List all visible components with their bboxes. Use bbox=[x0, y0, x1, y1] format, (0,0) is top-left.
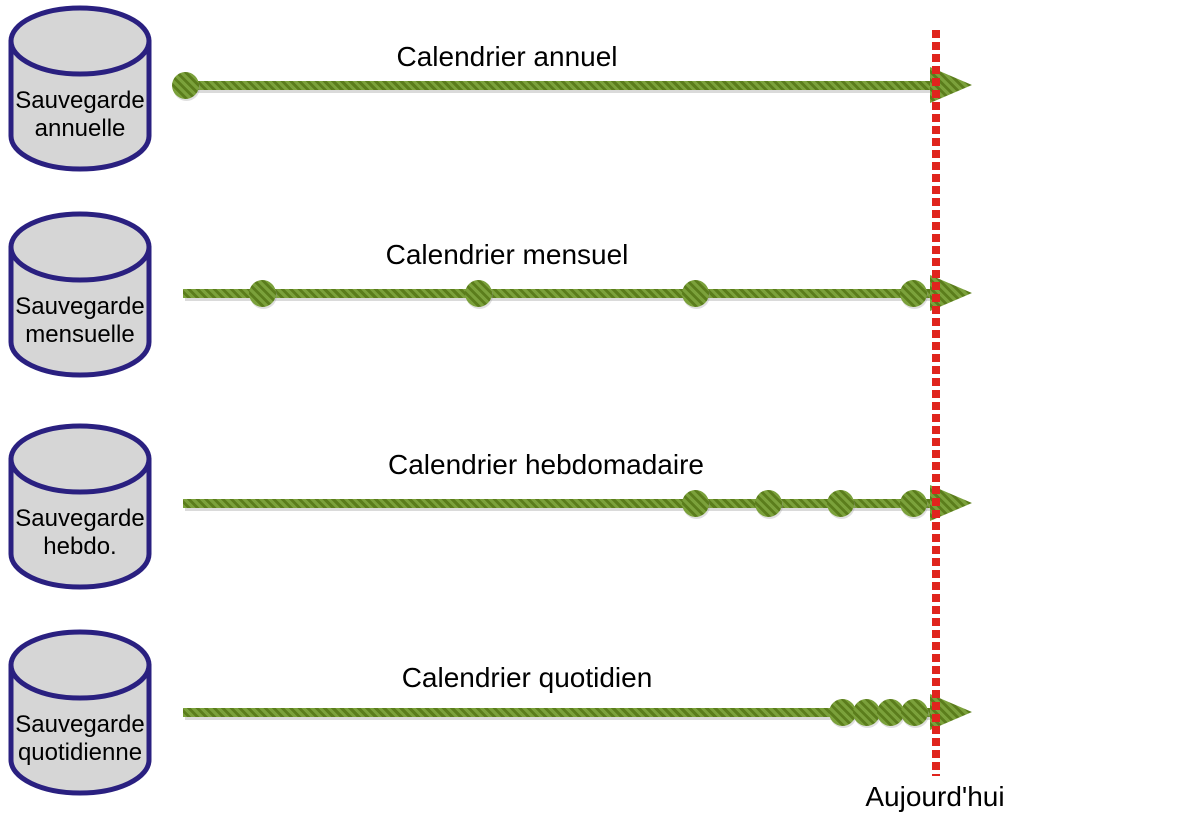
backup-mark-dot bbox=[171, 71, 199, 99]
cylinder-label-line1: Sauvegarde bbox=[15, 87, 145, 114]
backup-mark-dot bbox=[900, 698, 928, 726]
backup-mark-dot bbox=[464, 279, 492, 307]
cylinder-label-line2: quotidienne bbox=[17, 739, 143, 766]
timeline-label-monthly: Calendrier mensuel bbox=[385, 239, 629, 270]
backup-mark-dot bbox=[899, 279, 927, 307]
today-label: Aujourd'hui bbox=[865, 781, 1005, 812]
timeline-label-weekly: Calendrier hebdomadaire bbox=[388, 449, 704, 480]
backup-mark-dot bbox=[876, 698, 904, 726]
cylinder-label-line2: hebdo. bbox=[43, 533, 117, 560]
timeline-daily bbox=[183, 708, 938, 717]
cylinder-label-line1: Sauvegarde bbox=[15, 505, 145, 532]
backup-mark-dot bbox=[826, 489, 854, 517]
database-cylinder-annual: Sauvegarde annuelle bbox=[5, 3, 155, 175]
database-cylinder-daily: Sauvegarde quotidienne bbox=[5, 627, 155, 799]
cylinder-label-line1: Sauvegarde bbox=[15, 293, 145, 320]
database-cylinder-icon bbox=[8, 211, 152, 378]
database-cylinder-weekly: Sauvegarde hebdo. bbox=[5, 421, 155, 593]
cylinder-label-weekly: Sauvegarde hebdo. bbox=[5, 505, 155, 561]
today-marker-line bbox=[932, 30, 940, 776]
backup-mark-dot bbox=[899, 489, 927, 517]
cylinder-label-line2: mensuelle bbox=[25, 321, 135, 348]
cylinder-label-line1: Sauvegarde bbox=[15, 711, 145, 738]
backup-mark-dot bbox=[248, 279, 276, 307]
database-cylinder-icon bbox=[8, 5, 152, 172]
cylinder-label-daily: Sauvegarde quotidienne bbox=[5, 711, 155, 767]
database-cylinder-icon bbox=[8, 423, 152, 590]
timeline-weekly bbox=[183, 499, 938, 508]
backup-mark-dot bbox=[754, 489, 782, 517]
database-cylinder-monthly: Sauvegarde mensuelle bbox=[5, 209, 155, 381]
cylinder-label-line2: annuelle bbox=[34, 115, 126, 142]
cylinder-label-monthly: Sauvegarde mensuelle bbox=[5, 293, 155, 349]
timeline-monthly bbox=[183, 289, 938, 298]
cylinder-label-annual: Sauvegarde annuelle bbox=[5, 87, 155, 143]
backup-mark-dot bbox=[681, 279, 709, 307]
database-cylinder-icon bbox=[8, 629, 152, 796]
backup-mark-dot bbox=[828, 698, 856, 726]
timeline-annual bbox=[183, 81, 938, 90]
timeline-label-annual: Calendrier annuel bbox=[396, 41, 618, 72]
timeline-label-daily: Calendrier quotidien bbox=[401, 662, 653, 693]
backup-mark-dot bbox=[852, 698, 880, 726]
backup-mark-dot bbox=[681, 489, 709, 517]
